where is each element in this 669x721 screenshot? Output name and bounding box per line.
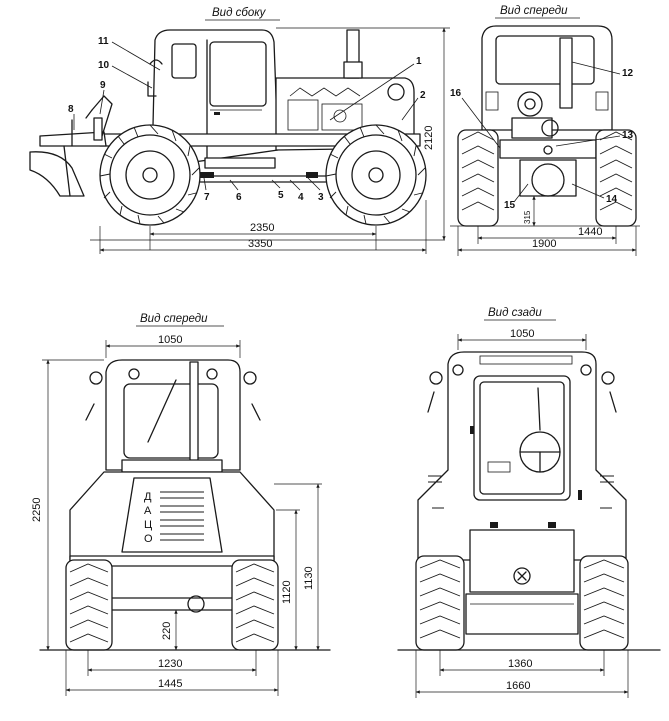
dim-front-height: 2250 bbox=[31, 498, 43, 522]
dim-front-width: 1445 bbox=[158, 678, 182, 690]
callout-6: 6 bbox=[236, 192, 242, 203]
callout-5: 5 bbox=[278, 190, 284, 201]
side-plough bbox=[29, 95, 113, 197]
callout-8: 8 bbox=[68, 104, 74, 115]
callout-3: 3 bbox=[318, 192, 324, 203]
dim-fs-width: 1900 bbox=[532, 238, 556, 250]
front-view-title: Вид спереди bbox=[140, 313, 208, 325]
svg-text:Ц: Ц bbox=[144, 519, 152, 531]
svg-text:А: А bbox=[144, 505, 152, 517]
dim-front-cab-width: 1050 bbox=[158, 334, 182, 346]
callout-1: 1 bbox=[416, 56, 422, 67]
front-small-dimensions: 315 1440 1900 bbox=[450, 195, 640, 256]
dim-rear-track: 1360 bbox=[508, 658, 532, 670]
rear-tyre-left bbox=[415, 555, 465, 651]
front-small-title: Вид спереди bbox=[500, 5, 568, 17]
callout-11: 11 bbox=[98, 36, 109, 47]
callout-9: 9 bbox=[100, 80, 106, 91]
front-tyre-right bbox=[231, 559, 279, 651]
dim-side-wheelbase: 2350 bbox=[250, 222, 274, 234]
front-dimensions: 1050 2250 1120 1130 220 1230 1445 bbox=[31, 334, 322, 696]
front-small-callouts: 12 13 14 15 16 bbox=[450, 61, 634, 211]
callout-16: 16 bbox=[450, 88, 462, 99]
front-small-tyre-right bbox=[595, 129, 637, 227]
front-grille: Д А Ц О bbox=[144, 491, 204, 545]
front-small-tyre-left bbox=[457, 129, 499, 227]
side-wheel-right bbox=[325, 124, 427, 226]
dim-side-height: 2120 bbox=[423, 126, 435, 150]
callout-10: 10 bbox=[98, 60, 110, 71]
callout-12: 12 bbox=[622, 68, 634, 79]
dim-side-length: 3350 bbox=[248, 238, 272, 250]
side-view-title: Вид сбоку bbox=[212, 7, 267, 19]
front-tyre-left bbox=[65, 559, 113, 651]
callout-4: 4 bbox=[298, 192, 304, 203]
dim-fs-track: 1440 bbox=[578, 226, 602, 238]
dim-rear-cab-width: 1050 bbox=[510, 328, 534, 340]
dim-front-hood-2: 1130 bbox=[303, 566, 315, 590]
side-wheel-left bbox=[99, 124, 201, 226]
rear-view: Вид сзади bbox=[397, 307, 661, 698]
callout-7: 7 bbox=[204, 192, 210, 203]
side-dimensions: 2350 3350 2120 bbox=[99, 27, 450, 254]
dim-fs-clearance: 315 bbox=[523, 210, 532, 224]
svg-text:О: О bbox=[144, 533, 153, 545]
rear-tyre-right bbox=[579, 555, 629, 651]
callout-15: 15 bbox=[504, 200, 516, 211]
callout-14: 14 bbox=[606, 194, 618, 205]
dim-front-hood-1: 1120 bbox=[281, 580, 293, 604]
side-callouts: 1 2 3 4 5 6 7 8 9 10 11 bbox=[68, 36, 426, 203]
rear-dimensions: 1050 1360 1660 bbox=[415, 328, 629, 698]
front-small-view: Вид спереди 12 13 14 bbox=[450, 5, 640, 256]
front-view: Вид спереди Д А Ц О bbox=[31, 313, 331, 696]
callout-13: 13 bbox=[622, 130, 634, 141]
rear-view-title: Вид сзади bbox=[488, 307, 542, 319]
dim-front-track: 1230 bbox=[158, 658, 182, 670]
svg-text:Д: Д bbox=[144, 491, 152, 503]
callout-2: 2 bbox=[420, 90, 426, 101]
dim-rear-width: 1660 bbox=[506, 680, 530, 692]
dim-front-clearance: 220 bbox=[161, 622, 173, 640]
side-view: Вид сбоку bbox=[29, 7, 450, 254]
